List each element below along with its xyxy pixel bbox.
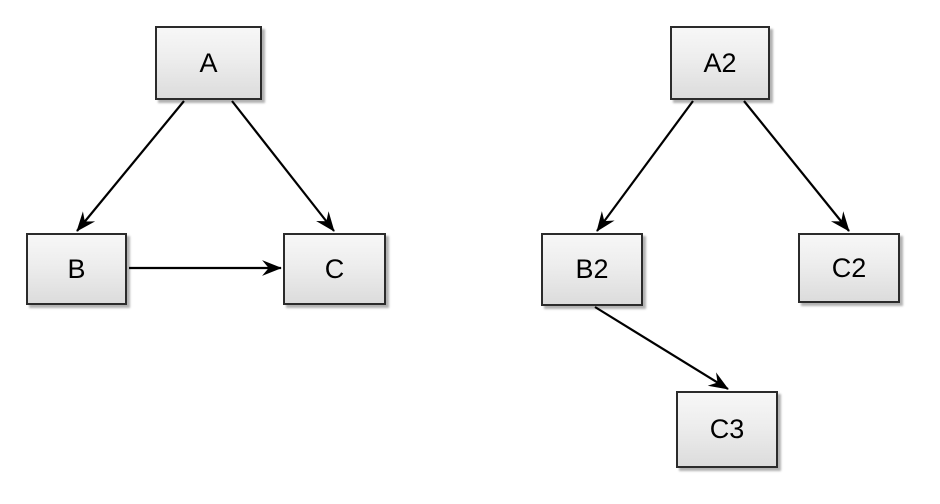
node-c[interactable]: C bbox=[283, 233, 386, 305]
edge-a-to-b bbox=[76, 100, 185, 232]
node-label-b2: B2 bbox=[575, 254, 609, 284]
node-a2[interactable]: A2 bbox=[670, 26, 770, 100]
edge-a-to-c bbox=[231, 100, 335, 232]
node-b[interactable]: B bbox=[26, 233, 127, 305]
node-label-c: C bbox=[324, 253, 345, 284]
node-label-b: B bbox=[67, 253, 86, 284]
edge-a2-to-b2 bbox=[596, 100, 694, 232]
node-label-a: A bbox=[199, 47, 218, 78]
edges-group bbox=[76, 100, 850, 390]
node-c2[interactable]: C2 bbox=[798, 233, 900, 303]
node-label-c3: C3 bbox=[709, 414, 745, 444]
edge-a2-to-c2 bbox=[743, 100, 850, 232]
node-label-c2: C2 bbox=[831, 252, 867, 283]
node-a[interactable]: A bbox=[155, 26, 262, 100]
node-b2[interactable]: B2 bbox=[541, 233, 643, 306]
node-label-a2: A2 bbox=[703, 47, 737, 78]
edge-b2-to-c3 bbox=[594, 306, 729, 390]
node-c3[interactable]: C3 bbox=[676, 391, 778, 468]
